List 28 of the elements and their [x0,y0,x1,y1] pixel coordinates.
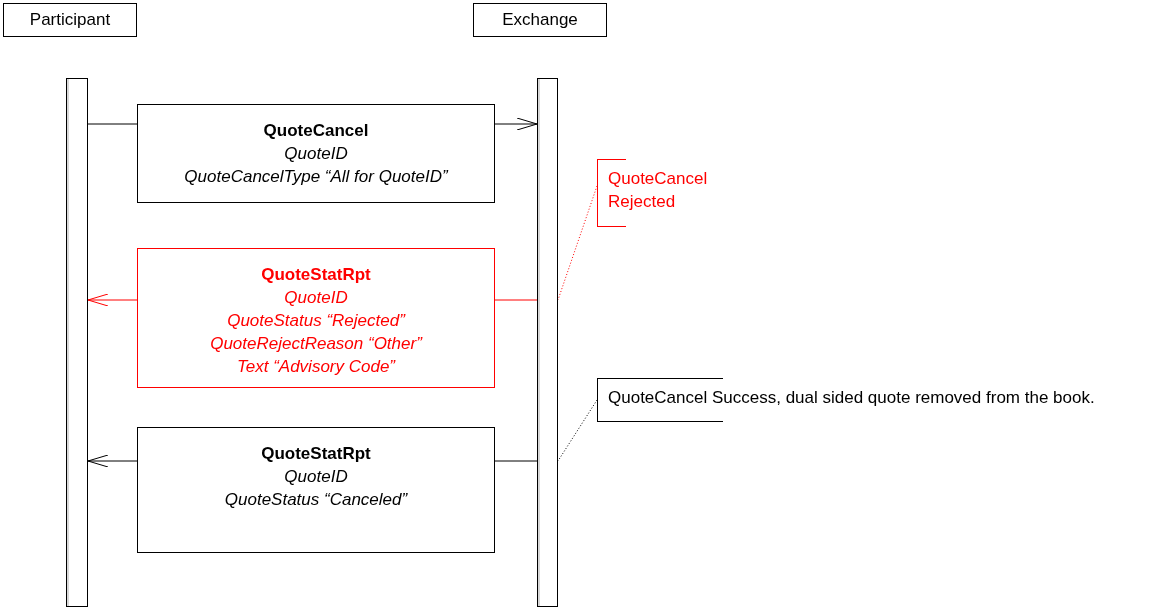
message-box [137,248,495,388]
message-field: QuoteID [284,465,348,488]
lifeline-header-box: Participant [3,3,137,37]
message-field: QuoteID [284,286,348,309]
message-field: QuoteStatus “Rejected” [227,309,405,332]
message-name: QuoteCancel [263,120,369,142]
leader-line [557,399,598,462]
message-box [137,427,495,553]
message-name: QuoteStatRpt [261,264,371,286]
message-box [137,104,495,203]
message-line [87,123,138,125]
message-arrow [87,293,138,307]
message-field: QuoteRejectReason “Other” [210,332,422,355]
message-name: QuoteStatRpt [261,443,371,465]
message-arrow [494,117,538,131]
message-field: QuoteCancelType “All for QuoteID” [184,165,448,188]
leader-line [557,185,598,301]
message-line [494,299,538,301]
note-text: QuoteCancel Rejected [608,168,709,213]
lifeline-header-box: Exchange [473,3,607,37]
message-field: Text “Advisory Code” [236,355,396,378]
message-field: QuoteID [284,142,348,165]
message-arrow [87,454,138,468]
lifeline-bar [537,78,558,607]
lifeline-bar [66,78,88,607]
message-field: QuoteStatus “Canceled” [224,488,408,511]
message-line [494,460,538,462]
note-text: QuoteCancel Success, dual sided quote removed from the book. [608,387,1095,409]
